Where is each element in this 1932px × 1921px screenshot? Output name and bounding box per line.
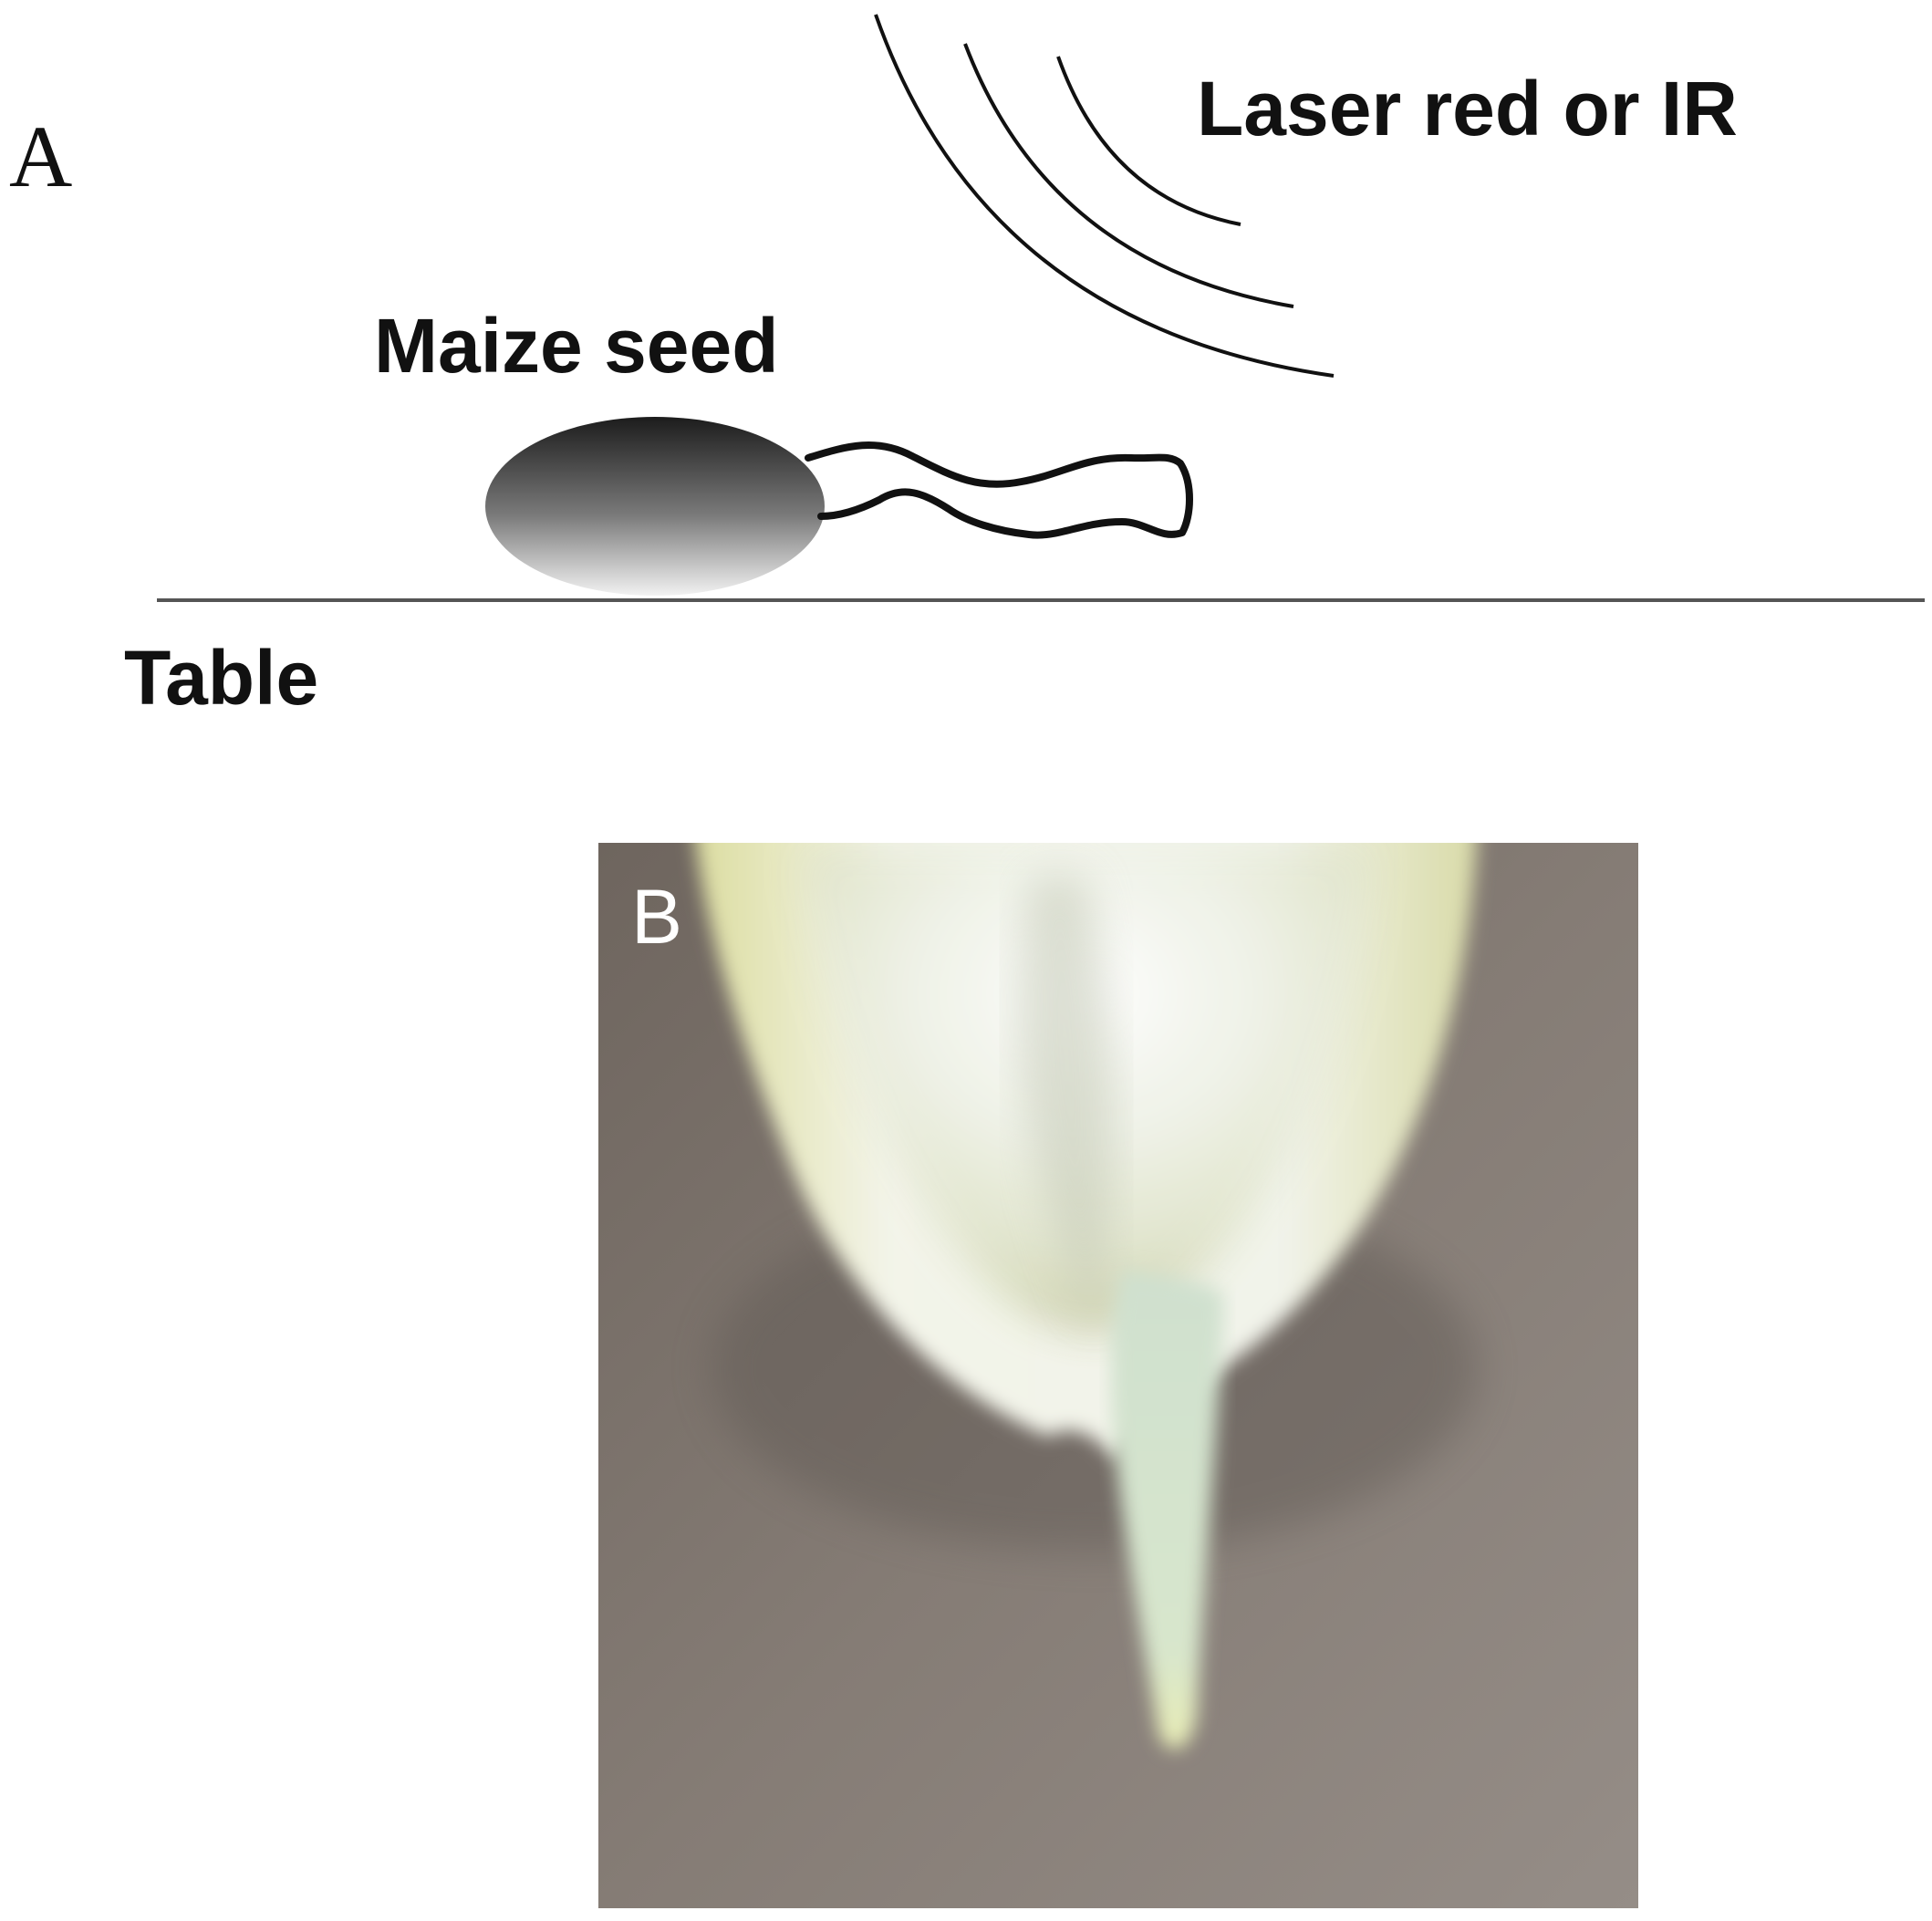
maize-seed-shape [485, 417, 825, 596]
panel-a-letter: A [9, 108, 72, 205]
laser-wave-arcs [874, 14, 1335, 378]
root-outline [805, 441, 1193, 539]
laser-arc-middle [963, 43, 1294, 308]
laser-label: Laser red or IR [1197, 66, 1738, 151]
seed-photo [598, 843, 1638, 1908]
radicle [1111, 1268, 1224, 1750]
seed-label: Maize seed [374, 303, 779, 389]
panel-b: B [598, 843, 1638, 1908]
panel-a: A Laser red or IR Maize seed Table [9, 14, 1925, 721]
table-label: Table [124, 635, 318, 721]
laser-arc-inner [1056, 56, 1241, 226]
laser-arc-outer [874, 14, 1335, 378]
kernel-fold-shade [1018, 876, 1115, 1323]
panel-b-letter: B [631, 874, 682, 960]
